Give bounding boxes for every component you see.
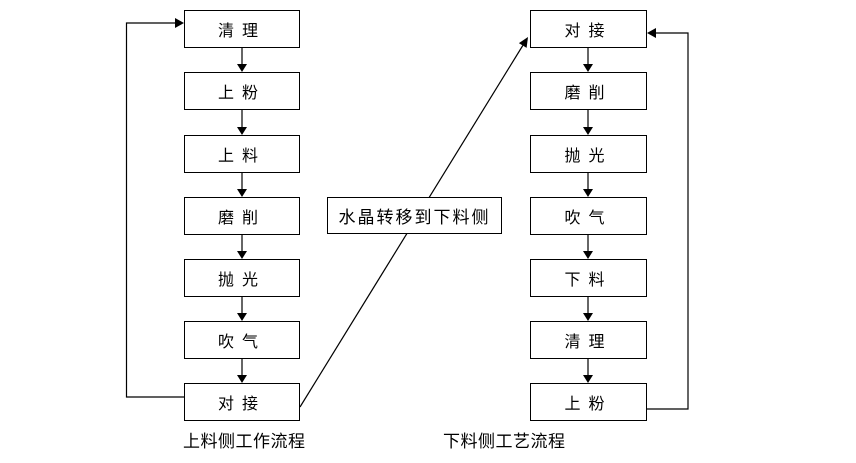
node-left-dock: 对接 bbox=[184, 383, 300, 421]
right-flow-arrowhead bbox=[583, 189, 593, 197]
transfer-node: 水晶转移到下料侧 bbox=[327, 197, 502, 234]
node-left-powder: 上粉 bbox=[184, 72, 300, 110]
node-right-dock: 对接 bbox=[530, 10, 647, 48]
left-flow-arrowhead bbox=[237, 313, 247, 321]
right-flow-arrowhead bbox=[583, 127, 593, 135]
left-flow-arrowhead bbox=[237, 375, 247, 383]
transfer-arrowhead bbox=[518, 37, 528, 48]
node-left-load: 上料 bbox=[184, 135, 300, 173]
left-flow-arrowhead bbox=[237, 127, 247, 135]
left-flow-caption: 上料侧工作流程 bbox=[183, 432, 306, 451]
node-right-grind: 磨削 bbox=[530, 72, 647, 110]
right-flow-caption: 下料侧工艺流程 bbox=[443, 432, 566, 451]
right-flow-arrowhead bbox=[583, 251, 593, 259]
node-left-blow: 吹气 bbox=[184, 321, 300, 359]
left-loop-arrowhead bbox=[175, 18, 184, 28]
node-left-grind: 磨削 bbox=[184, 197, 300, 235]
node-right-powder: 上粉 bbox=[530, 383, 647, 421]
node-left-polish: 抛光 bbox=[184, 259, 300, 297]
right-flow-arrowhead bbox=[583, 64, 593, 72]
left-flow-arrowhead bbox=[237, 251, 247, 259]
node-right-clean: 清理 bbox=[530, 321, 647, 359]
right-flow-arrowhead bbox=[583, 313, 593, 321]
right-loop-arrowhead bbox=[647, 28, 656, 38]
node-right-unload: 下料 bbox=[530, 259, 647, 297]
left-loop-line bbox=[125, 22, 184, 398]
right-loop-line bbox=[647, 32, 689, 410]
node-right-polish: 抛光 bbox=[530, 135, 647, 173]
node-left-clean: 清理 bbox=[184, 10, 300, 48]
node-right-blow: 吹气 bbox=[530, 197, 647, 235]
left-flow-arrowhead bbox=[237, 64, 247, 72]
right-flow-arrowhead bbox=[583, 375, 593, 383]
left-flow-arrowhead bbox=[237, 189, 247, 197]
